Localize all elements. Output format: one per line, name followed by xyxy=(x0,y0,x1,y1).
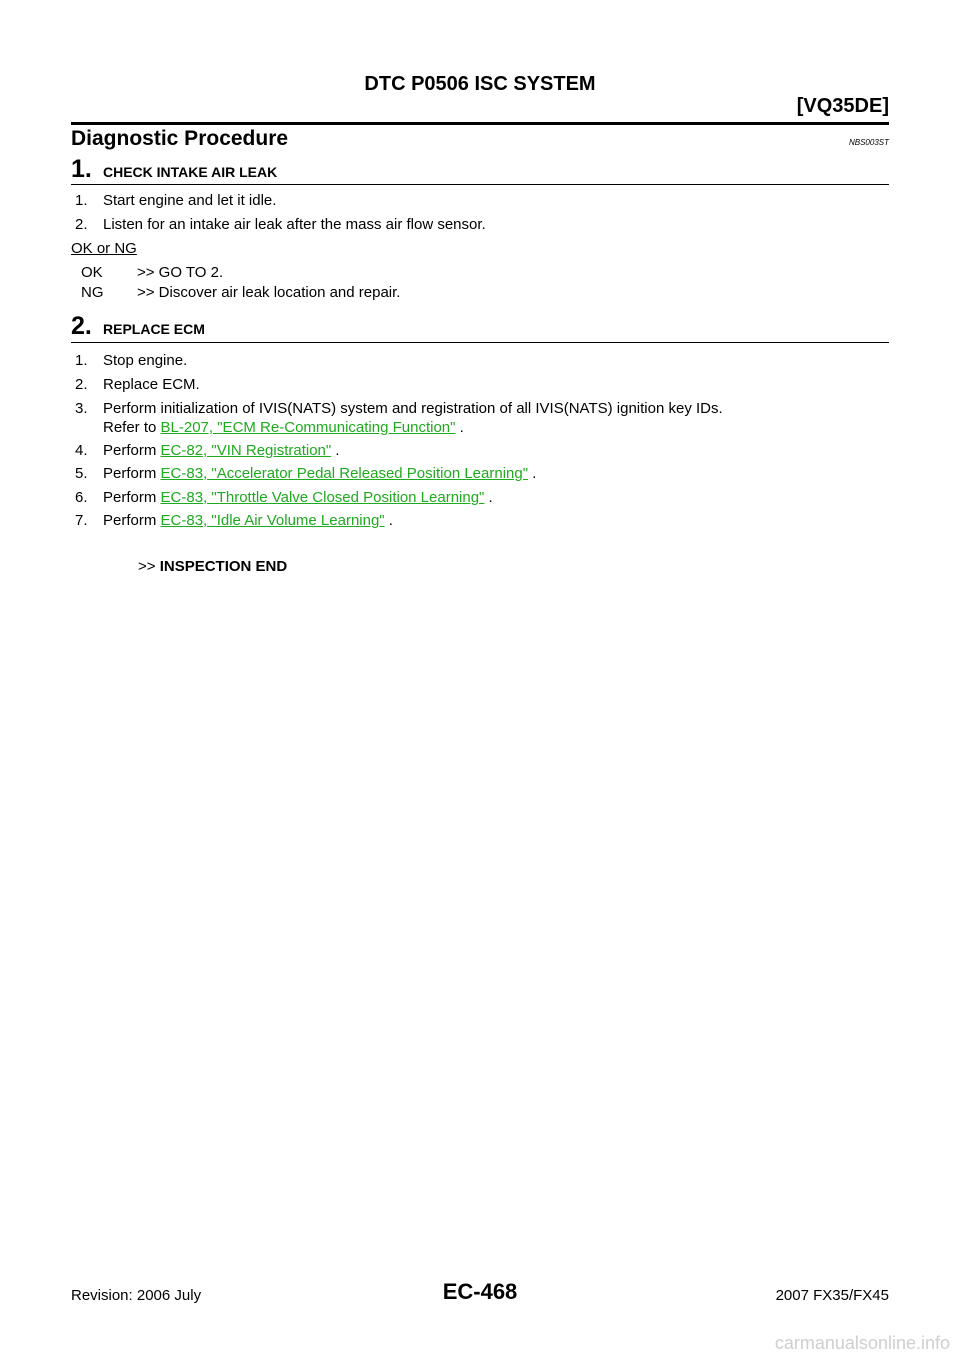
page-title: DTC P0506 ISC SYSTEM xyxy=(364,73,596,95)
step-1-title: CHECK INTAKE AIR LEAK xyxy=(103,164,278,180)
watermark: carmanualsonline.info xyxy=(774,1333,950,1353)
list-item: 1.Start engine and let it idle. xyxy=(75,192,277,209)
list-item: 1.Stop engine. xyxy=(75,352,188,369)
list-item: 4.Perform EC-82, "VIN Registration" . xyxy=(75,442,340,459)
reference-code: NBS003ST xyxy=(848,138,889,147)
link-ec-82-vin-registration[interactable]: EC-82, "VIN Registration" xyxy=(160,442,332,459)
footer-page-number: EC-468 xyxy=(442,1279,518,1304)
engine-tag: [VQ35DE] xyxy=(796,95,889,117)
footer-model: 2007 FX35/FX45 xyxy=(775,1287,889,1304)
result-ok: OK>> GO TO 2. xyxy=(81,264,224,281)
link-ec-83-accelerator-pedal[interactable]: EC-83, "Accelerator Pedal Released Posit… xyxy=(160,465,529,482)
step-1-number: 1. xyxy=(71,155,92,183)
ok-or-ng-label: OK or NG xyxy=(71,240,137,257)
list-item: 7.Perform EC-83, "Idle Air Volume Learni… xyxy=(75,512,393,529)
link-ec-83-throttle-valve[interactable]: EC-83, "Throttle Valve Closed Position L… xyxy=(160,489,485,506)
header-divider xyxy=(71,122,889,125)
result-ng: NG>> Discover air leak location and repa… xyxy=(81,284,401,301)
step-2-divider xyxy=(71,342,889,343)
footer-revision: Revision: 2006 July xyxy=(71,1287,202,1304)
list-item: 2.Replace ECM. xyxy=(75,376,200,393)
step-2-title: REPLACE ECM xyxy=(103,321,205,337)
list-item: 3.Perform initialization of IVIS(NATS) s… xyxy=(75,400,723,417)
link-ec-83-idle-air-volume[interactable]: EC-83, "Idle Air Volume Learning" xyxy=(160,512,385,529)
list-item: 5.Perform EC-83, "Accelerator Pedal Rele… xyxy=(75,465,537,482)
step-1-divider xyxy=(71,184,889,185)
list-item-continuation: Refer to BL-207, "ECM Re-Communicating F… xyxy=(103,419,464,436)
list-item: 2.Listen for an intake air leak after th… xyxy=(75,216,486,233)
list-item: 6.Perform EC-83, "Throttle Valve Closed … xyxy=(75,489,493,506)
inspection-end: >> INSPECTION END xyxy=(138,558,288,575)
step-1-heading: 1. CHECK INTAKE AIR LEAK xyxy=(71,155,277,184)
link-bl-207[interactable]: BL-207, "ECM Re-Communicating Function" xyxy=(160,419,456,436)
step-2-heading: 2. REPLACE ECM xyxy=(71,312,205,341)
section-title: Diagnostic Procedure xyxy=(71,127,289,150)
step-2-number: 2. xyxy=(71,312,92,340)
